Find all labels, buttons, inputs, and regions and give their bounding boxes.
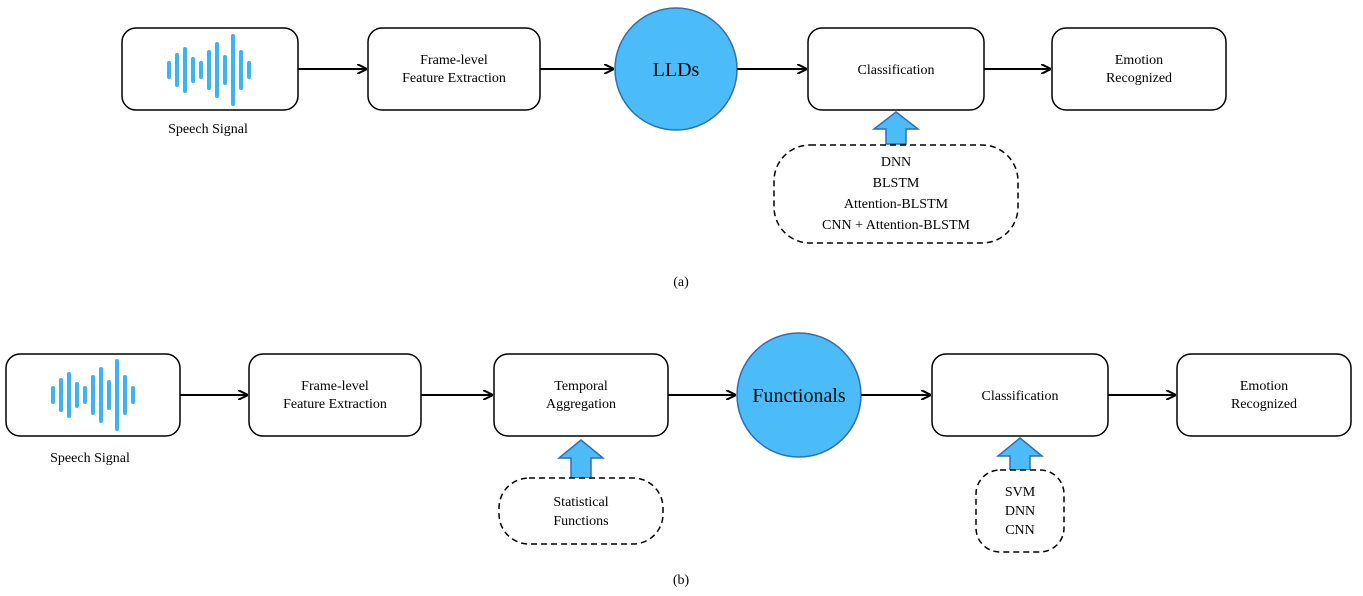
model-cnn-attention-blstm-a: CNN + Attention-BLSTM (822, 218, 970, 233)
emotion-recognized-box-a (1051, 27, 1227, 111)
caption-a: (a) (673, 275, 689, 290)
feature-extraction-label-line2-a: Feature Extraction (402, 71, 506, 86)
temporal-aggregation-label-line2: Aggregation (546, 397, 616, 412)
emotion-recognized-box-b (1176, 353, 1352, 437)
panel-a: Speech Signal Frame-level Feature Extrac… (121, 7, 1227, 290)
llds-label: LLDs (653, 59, 700, 81)
model-dnn-b: DNN (1005, 504, 1035, 519)
arrow-up-icon (556, 439, 606, 479)
model-dnn-a: DNN (881, 155, 911, 170)
feature-extraction-box-b (248, 353, 422, 437)
feature-extraction-box-a (367, 27, 541, 111)
models-box-a (773, 144, 1019, 244)
classification-label-b: Classification (982, 389, 1059, 404)
model-attention-blstm-a: Attention-BLSTM (844, 197, 949, 212)
waveform-icon (167, 34, 251, 106)
emotion-recognized-label-line2-b: Recognized (1231, 397, 1297, 412)
emotion-recognized-label-line2-a: Recognized (1106, 71, 1172, 86)
feature-extraction-label-line1-a: Frame-level (420, 53, 488, 68)
temporal-aggregation-box (493, 353, 669, 437)
emotion-recognized-label-line1-b: Emotion (1240, 379, 1288, 394)
emotion-recognized-label-line1-a: Emotion (1115, 53, 1163, 68)
speech-signal-label-b: Speech Signal (50, 451, 130, 466)
arrow-up-icon (995, 437, 1045, 471)
model-cnn-b: CNN (1005, 523, 1035, 538)
waveform-icon (51, 359, 135, 431)
statistical-functions-label-line2: Functions (553, 514, 608, 529)
functionals-label: Functionals (752, 385, 846, 407)
feature-extraction-label-line1-b: Frame-level (301, 379, 369, 394)
classification-label-a: Classification (858, 63, 935, 78)
feature-extraction-label-line2-b: Feature Extraction (283, 397, 387, 412)
speech-signal-label-a: Speech Signal (168, 122, 248, 137)
arrow-up-icon (871, 111, 921, 145)
temporal-aggregation-label-line1: Temporal (554, 379, 608, 394)
model-svm-b: SVM (1005, 485, 1036, 500)
statistical-functions-box (498, 477, 664, 545)
statistical-functions-label-line1: Statistical (553, 495, 608, 510)
model-blstm-a: BLSTM (873, 176, 920, 191)
models-box-b (975, 469, 1065, 553)
panel-b: Speech Signal Frame-level Feature Extrac… (5, 332, 1352, 588)
caption-b: (b) (673, 573, 690, 588)
